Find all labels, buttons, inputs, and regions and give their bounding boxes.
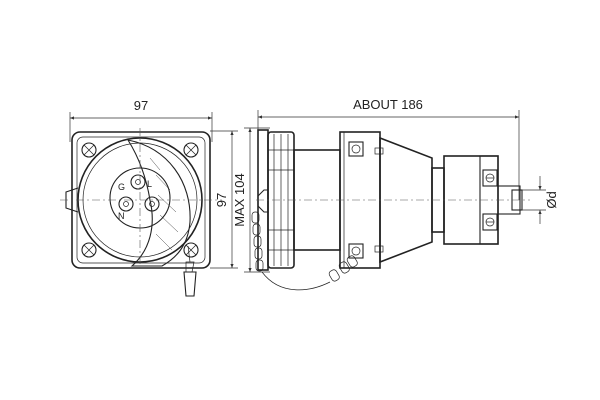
flange-bolt-top [348, 141, 364, 157]
gland-screw-top [482, 169, 498, 187]
front-view: 97 97 [60, 98, 238, 297]
side-view: ABOUT 186 MAX 104 [232, 97, 559, 291]
pin-hole-top [130, 174, 146, 190]
corner-screw-bottom-left [81, 242, 97, 258]
corner-screw-top-right [183, 142, 199, 158]
side-chain [251, 211, 358, 291]
pin-label-neutral: N [118, 211, 125, 221]
corner-screw-top-left [81, 142, 97, 158]
pin-label-line: L [147, 179, 152, 189]
chain-tag [183, 271, 197, 297]
front-width-dimension: 97 [69, 98, 213, 142]
taper-section [379, 136, 433, 264]
corner-screw-bottom-right [183, 242, 199, 258]
diameter-dimension: Ød [522, 176, 559, 224]
diameter-label: Ød [544, 191, 559, 208]
front-width-label: 97 [134, 98, 148, 113]
flange-bolt-bottom [348, 243, 364, 259]
gland-screw-bottom [482, 213, 498, 231]
pin-hole-right [144, 196, 160, 212]
hinged-cover [126, 139, 191, 267]
side-length-label: ABOUT 186 [353, 97, 423, 112]
side-height-label: MAX 104 [232, 173, 247, 226]
pin-hole-left [118, 196, 134, 212]
side-length-dimension: ABOUT 186 [257, 97, 520, 200]
pin-label-ground: G [118, 182, 125, 192]
cover-hinge [257, 189, 269, 213]
side-height-dimension: MAX 104 [232, 127, 270, 273]
